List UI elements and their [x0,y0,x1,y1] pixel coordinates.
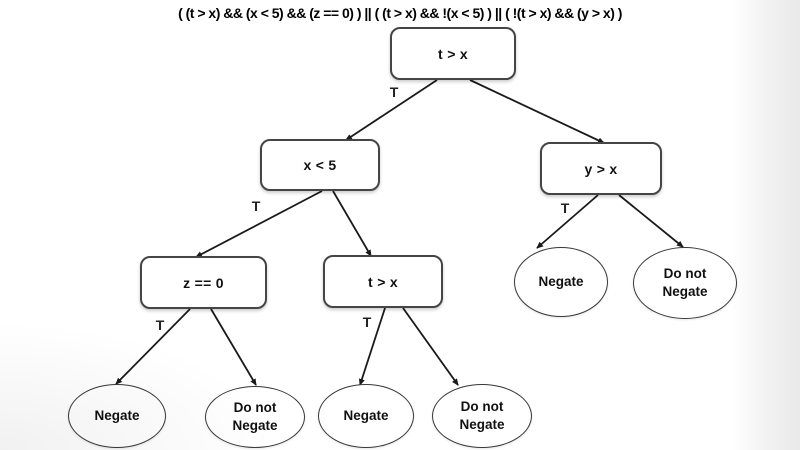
leaf-node-label: Do not Negate [232,400,278,433]
decision-node-label: t > x [368,273,398,290]
leaf-node-label: Negate [343,408,389,424]
edge-xlt5-true [195,190,323,258]
edge-true-label-root: T [389,84,399,100]
leaf-node-label: Negate [538,274,584,290]
edge-ygtx-false [618,194,684,248]
edge-xlt5-false [332,190,372,257]
decision-node-label: y > x [584,160,618,177]
edge-tgtx2-true [358,307,386,386]
decision-node-y-gt-x: y > x [540,142,662,195]
edge-ygtx-true [536,194,599,249]
decision-node-label: t > x [438,45,468,62]
leaf-node-label: Do not Negate [459,399,505,432]
leaf-node-do-not-negate-1: Do not Negate [205,386,305,448]
edge-true-label-z-eq-0: T [155,317,165,333]
edge-zeq0-true [115,308,191,385]
edge-true-label-y-gt-x: T [560,200,570,216]
edge-zeq0-false [210,308,257,386]
edge-root-true [345,79,438,141]
edge-tgtx2-false [402,307,459,386]
decision-node-label: z == 0 [183,274,224,291]
decision-node-root: t > x [390,27,516,80]
decision-node-t-gt-x-2: t > x [323,255,443,308]
edge-true-label-x-lt-5: T [251,198,261,214]
leaf-node-do-not-negate-3: Do not Negate [633,247,737,319]
leaf-node-negate-1: Negate [68,384,166,448]
boolean-expression-title: ( (t > x) && (x < 5) && (z == 0) ) || ( … [178,5,622,21]
leaf-node-negate-2: Negate [318,384,414,448]
leaf-node-label: Negate [94,408,140,424]
edge-root-false [469,79,605,144]
leaf-node-do-not-negate-2: Do not Negate [432,384,532,448]
leaf-node-label: Do not Negate [662,266,708,299]
decision-node-label: x < 5 [303,157,337,173]
decision-node-z-eq-0: z == 0 [140,256,267,309]
decision-node-x-lt-5: x < 5 [260,139,380,191]
edge-true-label-t-gt-x-2: T [362,314,372,330]
leaf-node-negate-3: Negate [514,247,608,317]
